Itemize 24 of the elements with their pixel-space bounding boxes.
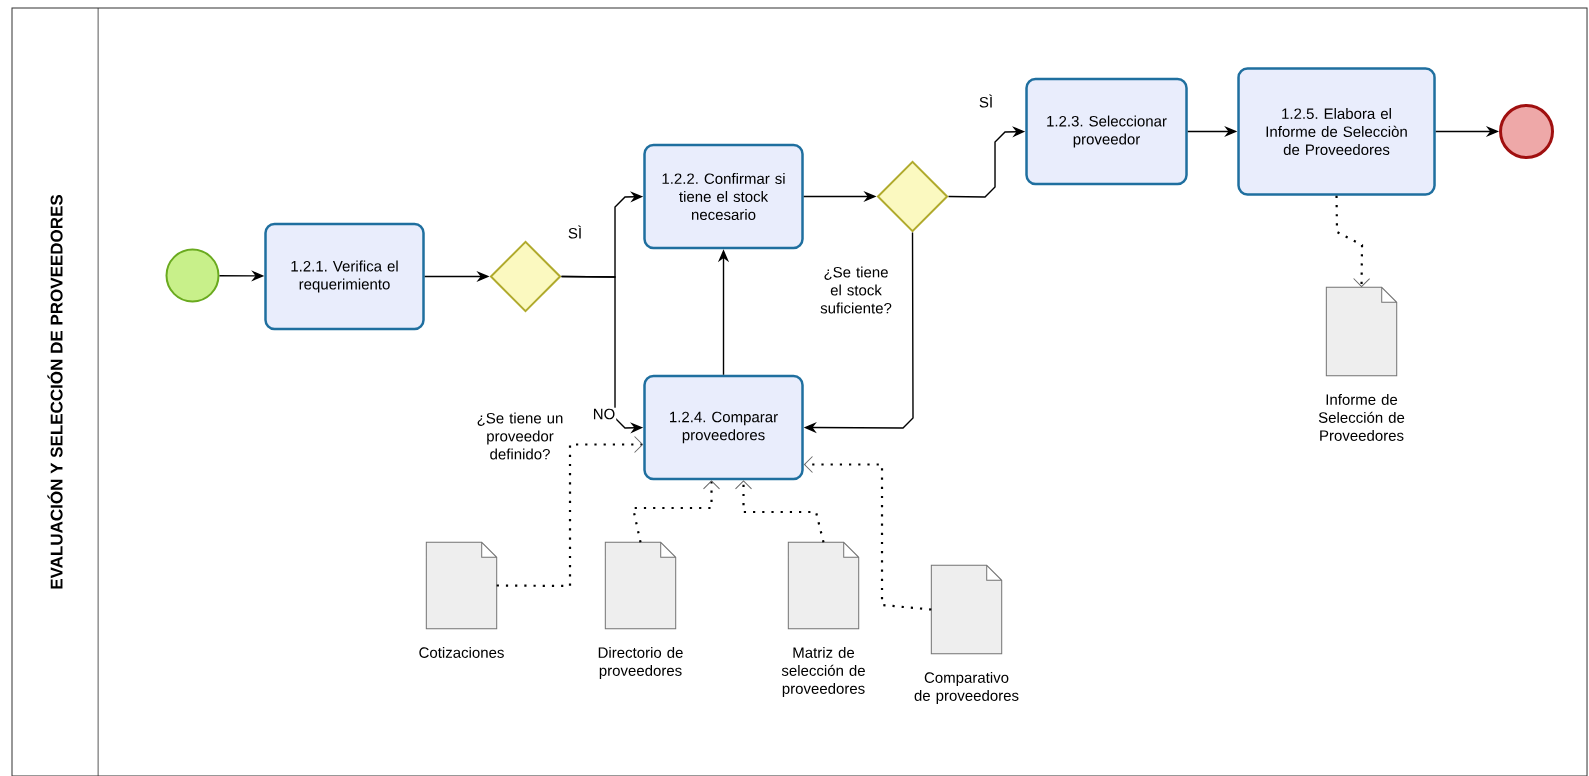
gateway-question: ¿Se tiene el stock suficiente? [820, 266, 892, 314]
document-label: Cotizaciones [419, 646, 504, 658]
document-label: Directorio de proveedores [598, 646, 683, 679]
document-label: Matriz de selección de proveedores [781, 646, 865, 697]
association-line [496, 436, 644, 588]
edge-label: NO [591, 407, 617, 421]
document-label: Comparativo de proveedores [914, 671, 1019, 704]
document-label: Informe de Selección de Proveedores [1318, 393, 1405, 441]
association-line [803, 456, 932, 611]
event-circle [1499, 104, 1554, 159]
association-line [1335, 195, 1371, 288]
task-box: 1.2.5. Elabora el Informe de Selecciòn de Proveedores [1237, 67, 1436, 196]
association-line [631, 480, 720, 543]
lane-title: EVALUACIÓN Y SELECCIÓN DE PROVEEDORES [47, 194, 63, 589]
task-box: 1.2.1. Verifica el requerimiento [264, 222, 425, 331]
gateway-question: ¿Se tiene un proveedor definido? [477, 412, 563, 460]
gateway-diamond [489, 240, 562, 313]
event-circle [165, 248, 220, 303]
task-box: 1.2.4. Comparar proveedores [643, 374, 804, 481]
edge-label: SÌ [977, 93, 995, 109]
task-box: 1.2.2. Confirmar si tiene el stock necesario [643, 143, 804, 250]
association-line [735, 480, 825, 543]
edge-label: SÌ [566, 224, 584, 240]
task-box: 1.2.3. Seleccionar proveedor [1025, 77, 1188, 186]
